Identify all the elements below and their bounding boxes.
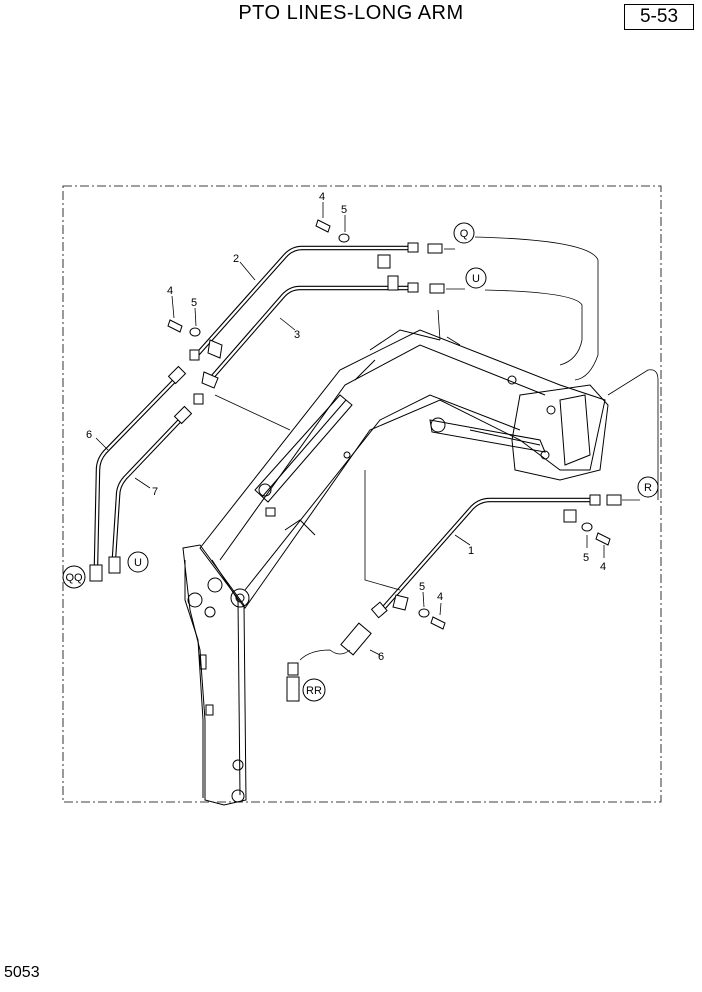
page-reference-box: 5-53 xyxy=(624,4,694,30)
connector-u-bottom: U xyxy=(134,557,142,569)
callout-4-right: 4 xyxy=(600,561,606,573)
callout-7: 7 xyxy=(152,486,158,498)
callout-4-left: 4 xyxy=(167,285,173,297)
callout-6-bottom: 6 xyxy=(378,651,384,663)
connector-rr: RR xyxy=(306,685,322,697)
connector-qq: QQ xyxy=(65,572,83,584)
leader-lines xyxy=(214,236,659,661)
fittings xyxy=(89,242,622,702)
connector-u-top: U xyxy=(472,273,480,285)
bolts-washers xyxy=(167,219,611,630)
callout-2: 2 xyxy=(233,253,239,265)
pipe-2 xyxy=(192,245,413,360)
connector-r: R xyxy=(644,482,652,494)
diagram-frame xyxy=(62,185,662,803)
callout-5-bottom: 5 xyxy=(419,581,425,593)
arm-structure xyxy=(182,329,609,806)
pipe-3 xyxy=(205,285,413,385)
callout-4-bottom: 4 xyxy=(437,591,443,603)
callout-5-top: 5 xyxy=(341,204,347,216)
callout-4-top: 4 xyxy=(319,191,325,203)
hose-7 xyxy=(111,412,188,561)
hose-6-left xyxy=(93,372,183,568)
connector-circles: Q U R QQ U RR xyxy=(62,222,659,702)
callout-numbers: 1 2 3 4 5 4 5 5 4 5 4 6 6 7 xyxy=(86,191,606,663)
pipe-1 xyxy=(377,497,595,615)
callout-5-left: 5 xyxy=(191,297,197,309)
callout-3: 3 xyxy=(294,329,300,341)
callout-5-right: 5 xyxy=(583,552,589,564)
callout-1: 1 xyxy=(468,545,474,557)
document-code: 5053 xyxy=(4,964,40,981)
connector-q: Q xyxy=(460,228,469,240)
callout-6-left: 6 xyxy=(86,429,92,441)
page-title: PTO LINES-LONG ARM xyxy=(238,2,464,24)
